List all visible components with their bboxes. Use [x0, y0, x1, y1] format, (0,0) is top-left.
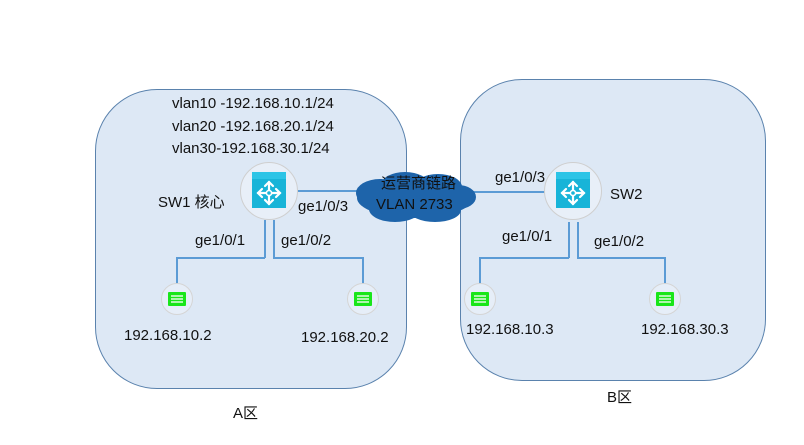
host-ip-label: 192.168.10.2: [124, 327, 212, 344]
arrows-icon: [171, 295, 183, 303]
sw1-vlan20-label: vlan20 -192.168.20.1/24: [172, 118, 334, 135]
zone-b-region: [460, 79, 766, 381]
sw2-uplink-port-label: ge1/0/3: [495, 169, 546, 186]
host-switch-192-168-20-2[interactable]: [347, 283, 379, 315]
zone-b-label: B区: [607, 389, 633, 406]
zone-a-region: [95, 89, 407, 389]
link-sw1-ge102-vertical: [273, 220, 275, 258]
isp-vlan-label: VLAN 2733: [376, 196, 453, 213]
host-ip-label: 192.168.20.2: [301, 329, 389, 346]
link-sw1-ge102-drop: [362, 257, 364, 285]
sw2-switch[interactable]: [544, 162, 602, 220]
sw1-uplink-port-label: ge1/0/3: [298, 198, 349, 215]
link-sw2-ge102-horizontal: [577, 257, 665, 259]
sw1-port-ge102-label: ge1/0/2: [281, 232, 332, 249]
link-sw2-ge102-drop: [664, 257, 666, 285]
link-isp-to-sw2: [470, 191, 548, 193]
host-switch-192-168-10-3[interactable]: [464, 283, 496, 315]
sw1-core-switch[interactable]: [240, 162, 298, 220]
router-arrows-icon: [560, 180, 586, 206]
sw2-name-label: SW2: [610, 186, 643, 203]
arrows-icon: [474, 295, 486, 303]
link-sw1-ge101-vertical: [264, 220, 266, 258]
link-sw1-ge101-drop: [176, 257, 178, 285]
link-sw1-to-isp: [298, 190, 358, 192]
host-switch-192-168-10-2[interactable]: [161, 283, 193, 315]
sw2-port-ge101-label: ge1/0/1: [502, 228, 553, 245]
sw1-vlan30-label: vlan30-192.168.30.1/24: [172, 140, 330, 157]
host-ip-label: 192.168.30.3: [641, 321, 729, 338]
sw1-vlan10-label: vlan10 -192.168.10.1/24: [172, 95, 334, 112]
isp-cloud-icon: [356, 172, 476, 222]
arrows-icon: [659, 295, 671, 303]
link-sw2-ge102-vertical: [577, 222, 579, 258]
sw2-port-ge102-label: ge1/0/2: [594, 233, 645, 250]
link-sw2-ge101-drop: [479, 257, 481, 285]
sw1-name-label: SW1 核心: [158, 194, 225, 211]
link-sw1-ge101-horizontal: [176, 257, 265, 259]
link-sw1-ge102-horizontal: [273, 257, 363, 259]
isp-link-label: 运营商链路: [381, 175, 457, 192]
link-sw2-ge101-horizontal: [479, 257, 569, 259]
link-sw2-ge101-vertical: [568, 222, 570, 258]
router-arrows-icon: [256, 180, 282, 206]
host-switch-192-168-30-3[interactable]: [649, 283, 681, 315]
host-ip-label: 192.168.10.3: [466, 321, 554, 338]
sw1-port-ge101-label: ge1/0/1: [195, 232, 246, 249]
zone-a-label: A区: [233, 405, 259, 422]
arrows-icon: [357, 295, 369, 303]
